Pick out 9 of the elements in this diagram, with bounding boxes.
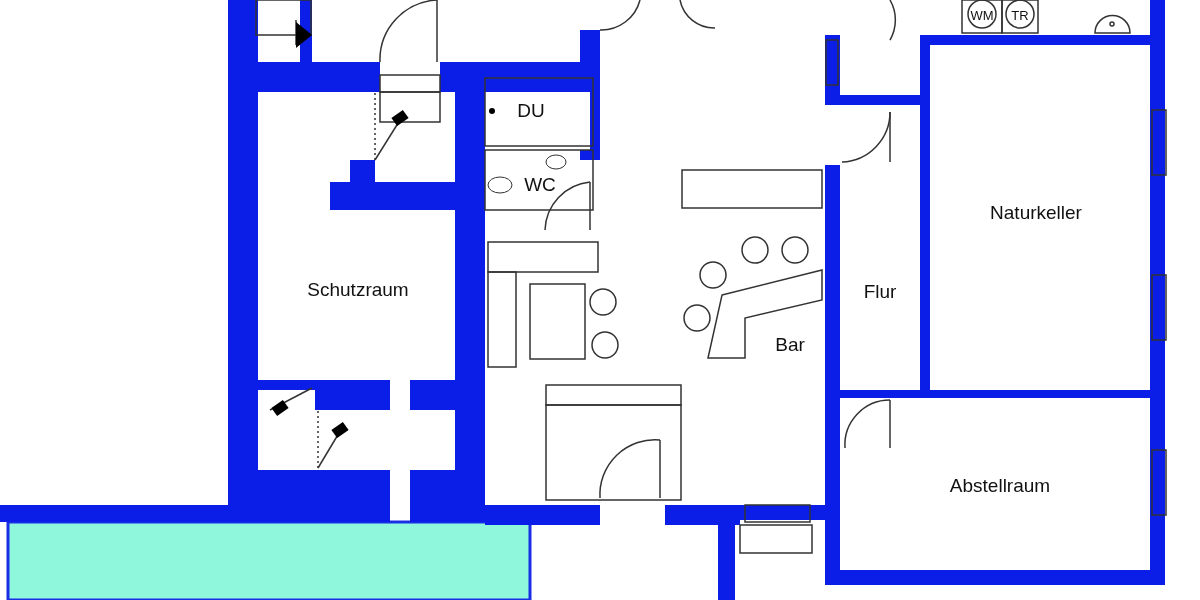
room-label: WC bbox=[524, 174, 556, 196]
room-label: Naturkeller bbox=[990, 202, 1082, 224]
appliance-label: TR bbox=[1011, 7, 1029, 23]
room-label: DU bbox=[517, 100, 545, 122]
room-label: Abstellraum bbox=[949, 475, 1051, 497]
appliance-label: WM bbox=[970, 7, 994, 23]
room-label: Flur bbox=[863, 281, 897, 303]
room-label: Schutzraum bbox=[307, 279, 409, 301]
room-label: Bar bbox=[775, 334, 805, 356]
